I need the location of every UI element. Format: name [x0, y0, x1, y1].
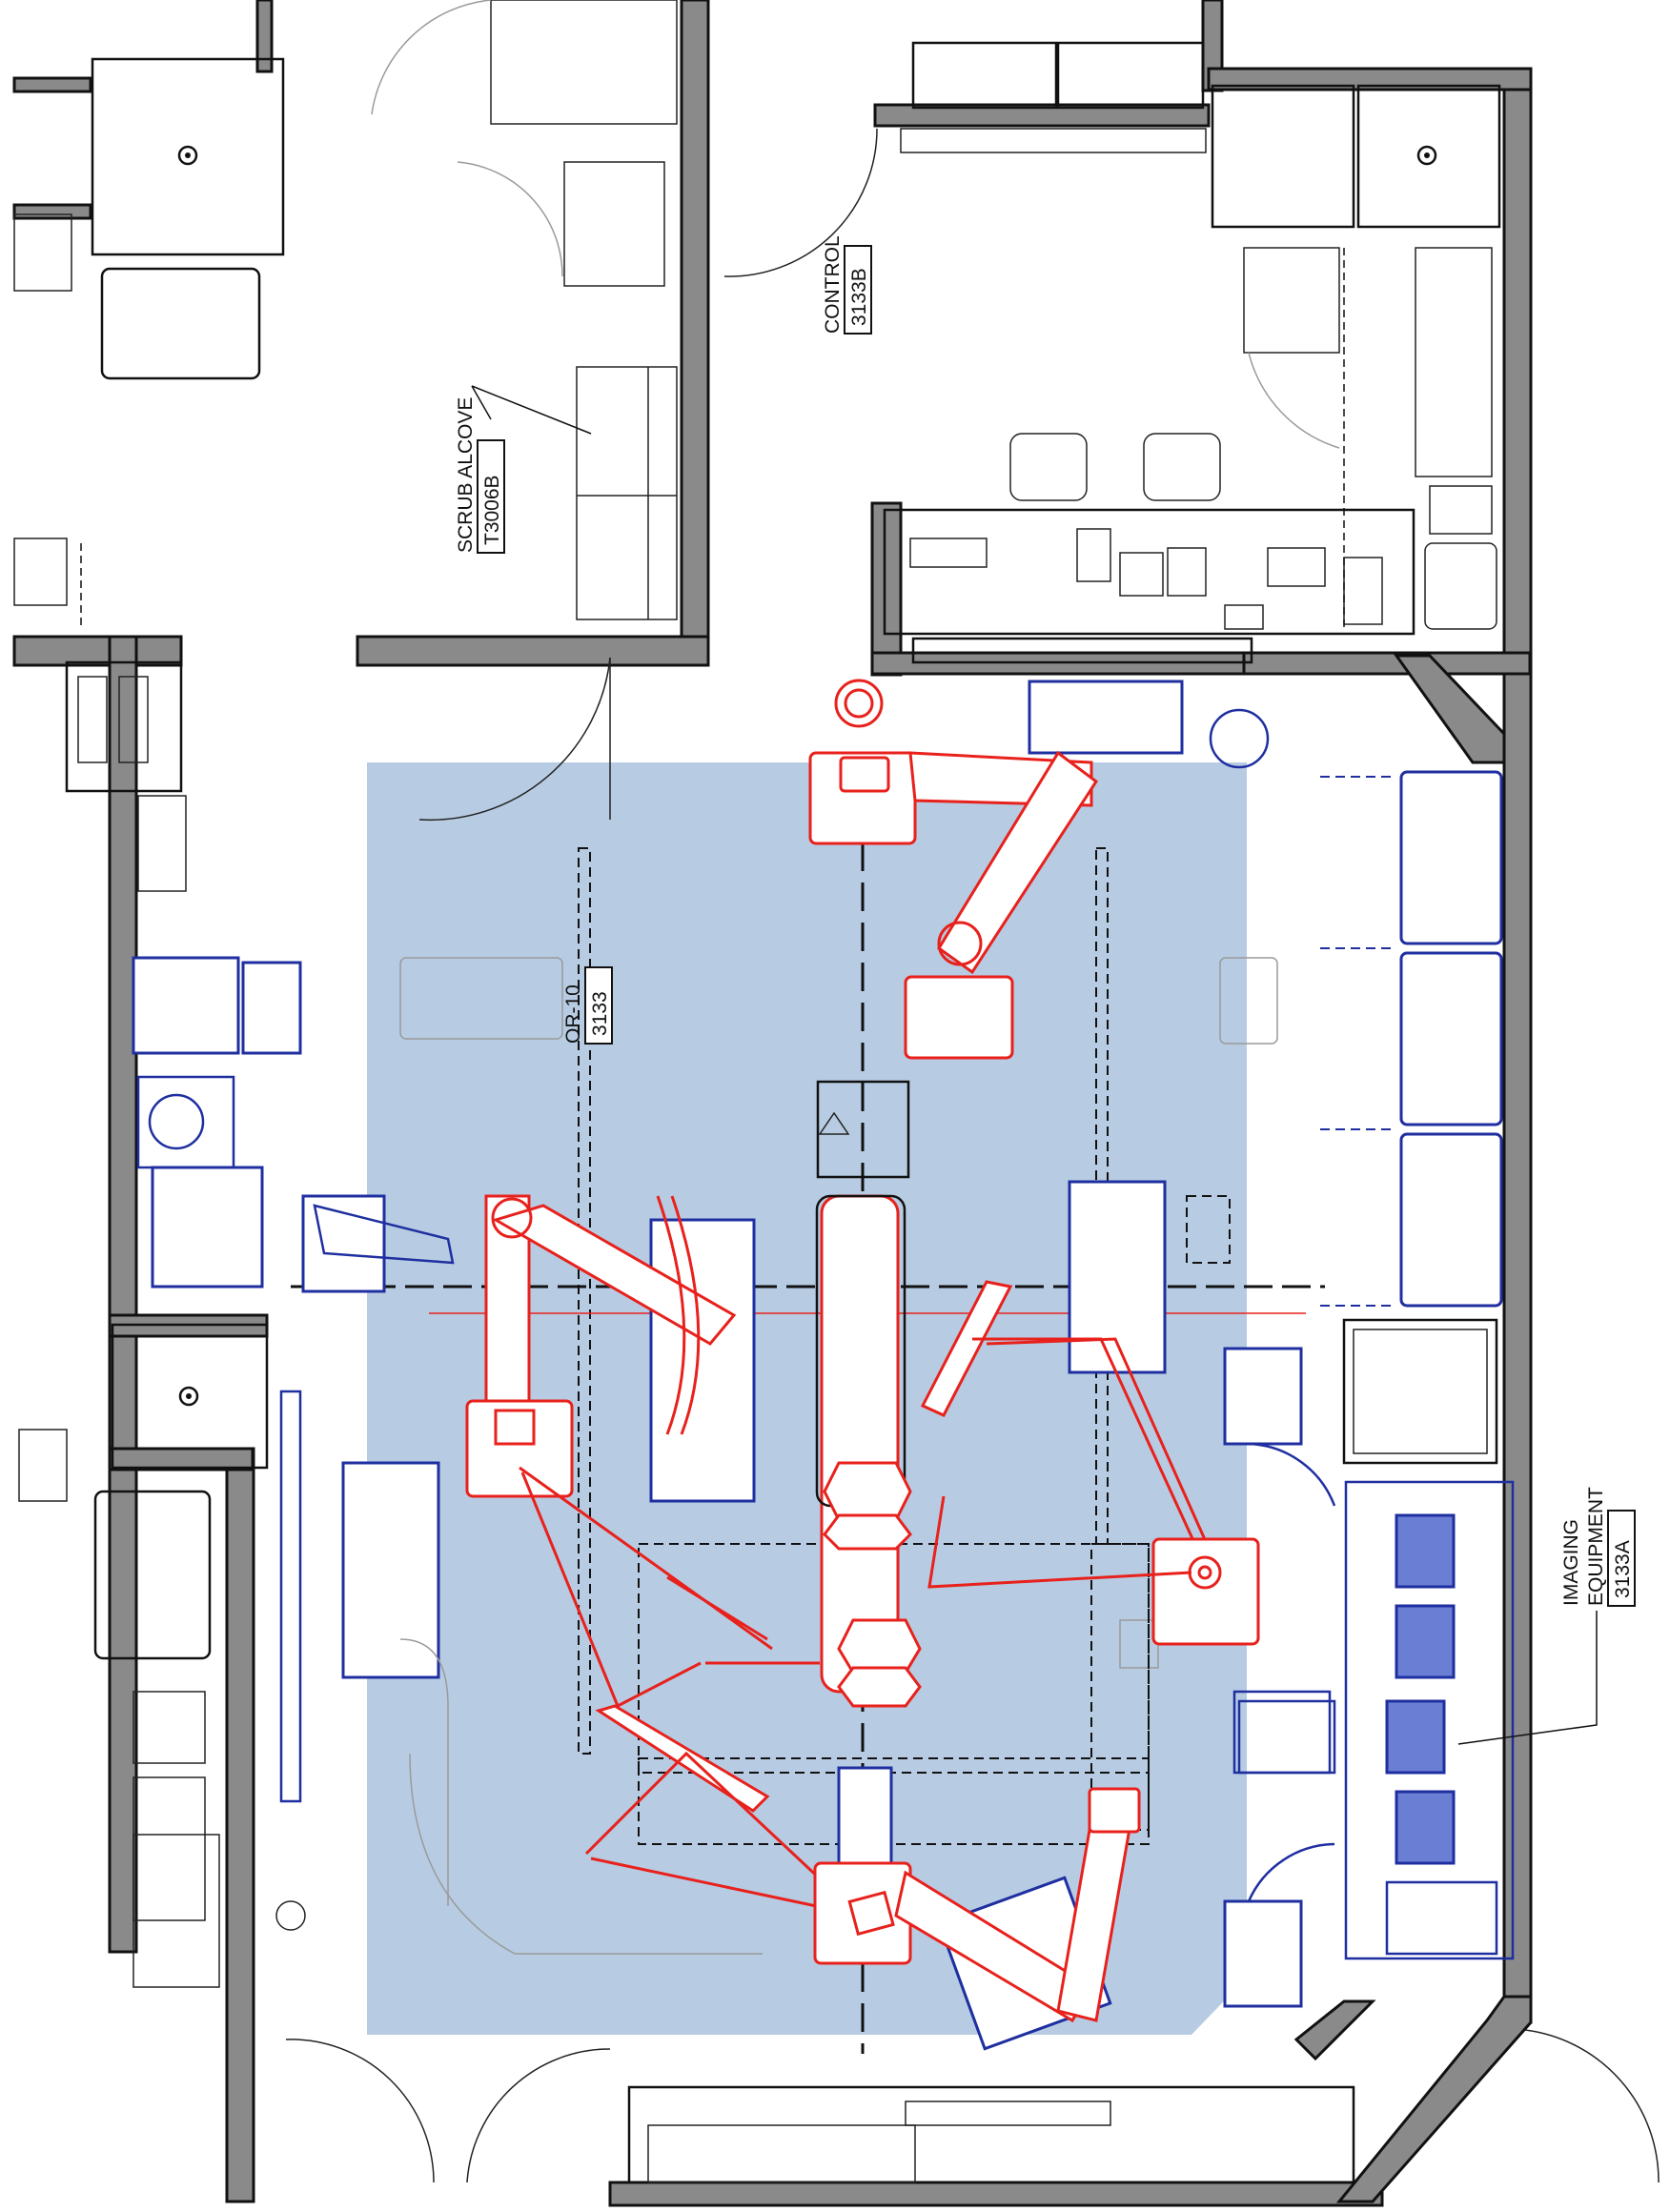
or-room-area: [367, 762, 1247, 2035]
scrub-alcove-name: SCRUB ALCOVE: [455, 397, 477, 553]
imaging-racks: [1385, 1513, 1498, 1956]
room-label-or: OR-10 3133: [562, 966, 613, 1045]
right-wall-equipment: [1223, 770, 1515, 2008]
control-number: 3133B: [848, 268, 870, 326]
room-label-imaging: IMAGING EQUIPMENT 3133A: [1560, 1487, 1636, 1607]
imaging-number: 3133A: [1612, 1540, 1634, 1598]
left-wall-equipment: [18, 660, 440, 1988]
imaging-leader: [1457, 1611, 1598, 1745]
top-left-rooms: [13, 0, 678, 822]
walls: [12, 0, 1533, 2207]
or-number: 3133: [589, 991, 611, 1036]
or-name: OR-10: [562, 984, 584, 1044]
control-name: CONTROL: [822, 235, 844, 334]
room-label-scrub-alcove: SCRUB ALCOVE T3006B: [455, 397, 505, 554]
imaging-line2: EQUIPMENT: [1585, 1487, 1607, 1606]
scrub-alcove-number: T3006B: [481, 475, 503, 545]
control-room-furniture: [723, 41, 1501, 664]
ceiling-booms: [465, 679, 1260, 2023]
imaging-line1: IMAGING: [1560, 1519, 1582, 1606]
room-label-control: CONTROL 3133B: [822, 235, 872, 335]
bottom-casework: [285, 2029, 1660, 2184]
surgical-lights: [823, 1461, 922, 1708]
